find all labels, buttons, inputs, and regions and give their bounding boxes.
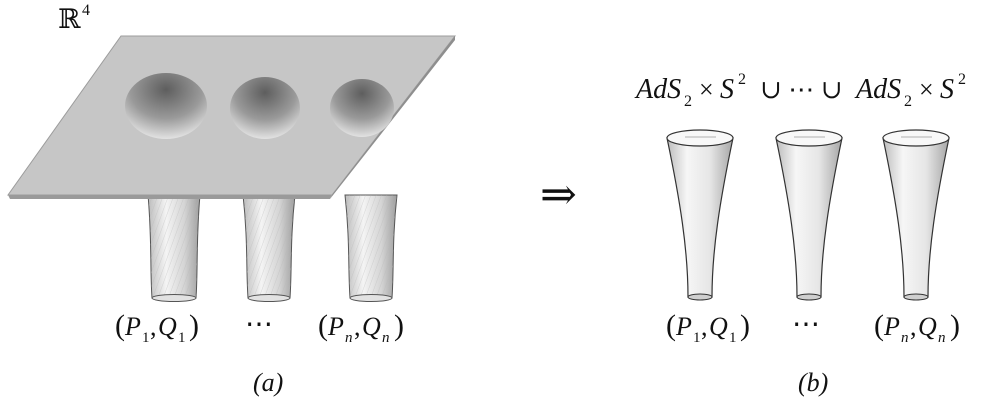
charge-p-subscript: 1: [693, 330, 701, 346]
charge-p-subscript: 1: [142, 330, 150, 346]
paren-open: (: [874, 309, 884, 342]
ads-subscript: 2: [904, 93, 912, 110]
paren-close: ): [394, 309, 404, 342]
comma: ,: [150, 312, 157, 341]
panel-b: AdS 2 × S 2 ∪ ⋯ ∪ AdS 2 × S 2: [634, 71, 966, 397]
union-ellipsis: ∪ ⋯ ∪: [760, 75, 843, 104]
sphere-superscript: 2: [738, 71, 746, 88]
funnel-3: [882, 129, 950, 301]
implies-arrow: ⇒: [540, 170, 577, 219]
paren-close: ): [189, 309, 199, 342]
comma: ,: [354, 312, 361, 341]
charge-p-subscript: n: [345, 330, 353, 346]
label-pn-qn: ( P n , Q n ): [318, 309, 404, 346]
funnel-1: [666, 129, 734, 301]
header-right-ads2-s2: AdS 2 × S 2: [854, 71, 966, 110]
paren-close: ): [740, 309, 750, 342]
throat-1: [147, 194, 201, 302]
charge-q-subscript: 1: [729, 330, 737, 346]
sphere-symbol: S: [720, 74, 734, 105]
panel-a: ℝ 4 ( P 1 , Q 1 ) ⋯ ( P n , Q n ) (a): [7, 2, 457, 397]
throat-3: [344, 194, 398, 302]
times-symbol: ×: [919, 75, 934, 104]
charge-q: Q: [709, 312, 728, 341]
charge-q: Q: [158, 312, 177, 341]
charge-q: Q: [362, 312, 381, 341]
label-pn-qn: ( P n , Q n ): [874, 309, 960, 346]
funnel-2: [775, 129, 843, 301]
charge-q: Q: [918, 312, 937, 341]
sphere-superscript: 2: [958, 71, 966, 88]
charge-q-subscript: n: [938, 330, 946, 346]
label-p1-q1: ( P 1 , Q 1 ): [115, 309, 199, 346]
space-label: ℝ: [58, 4, 81, 34]
charge-p: P: [883, 312, 900, 341]
space-exponent: 4: [82, 2, 90, 19]
charge-q-subscript: 1: [178, 330, 186, 346]
paren-close: ): [950, 309, 960, 342]
charge-p: P: [327, 312, 344, 341]
caption-b: (b): [798, 368, 828, 397]
header-left-ads2-s2: AdS 2 × S 2: [634, 71, 746, 110]
charge-p-subscript: n: [901, 330, 909, 346]
hole-2: [230, 77, 300, 139]
ads-symbol: AdS: [854, 74, 901, 105]
comma: ,: [701, 312, 708, 341]
ellipsis: ⋯: [245, 309, 273, 340]
times-symbol: ×: [699, 75, 714, 104]
throat-2: [242, 194, 296, 302]
ads-symbol: AdS: [634, 74, 681, 105]
paren-open: (: [115, 309, 125, 342]
ellipsis: ⋯: [792, 309, 820, 340]
sphere-symbol: S: [940, 74, 954, 105]
ads-subscript: 2: [684, 93, 692, 110]
charge-p: P: [675, 312, 692, 341]
hole-3: [330, 79, 394, 137]
caption-a: (a): [253, 368, 283, 397]
hole-1: [125, 73, 207, 139]
paren-open: (: [666, 309, 676, 342]
charge-q-subscript: n: [382, 330, 390, 346]
paren-open: (: [318, 309, 328, 342]
charge-p: P: [124, 312, 141, 341]
label-p1-q1: ( P 1 , Q 1 ): [666, 309, 750, 346]
comma: ,: [910, 312, 917, 341]
